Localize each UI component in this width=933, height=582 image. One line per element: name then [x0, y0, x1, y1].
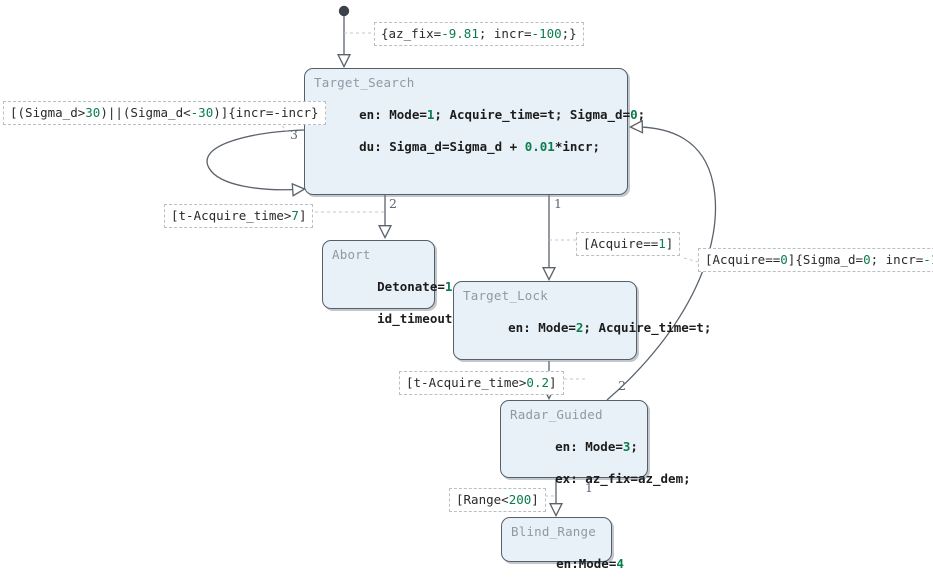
state-name-abort: Abort: [332, 247, 371, 262]
state-line: en:Mode=4: [556, 556, 624, 571]
transition-order-search-to-abort: 2: [389, 196, 397, 211]
state-blind-range[interactable]: Blind_Range en:Mode=4: [501, 517, 624, 571]
transition-label-search-to-lock[interactable]: [Acquire==1]: [576, 232, 681, 256]
state-target-search[interactable]: Target_Search en: Mode=1; Acquire_time=t…: [304, 68, 645, 195]
state-body-abort: Detonate=1 id_timeout=1: [332, 263, 467, 343]
initial-junction-dot: [338, 5, 350, 17]
leader-radar-to-search: [683, 257, 699, 263]
state-radar-guided[interactable]: Radar_Guided en: Mode=3; ex: az_fix=az_d…: [500, 400, 691, 486]
transition-order-search-self-loop: 3: [290, 127, 298, 142]
transition-label-search-self-loop[interactable]: [(Sigma_d>30)||(Sigma_d<-30)]{incr=-incr…: [3, 101, 326, 125]
state-body-blind-range: en:Mode=4: [511, 540, 624, 582]
state-abort[interactable]: Abort Detonate=1 id_timeout=1: [322, 240, 467, 326]
state-line: du: Sigma_d=Sigma_d + 0.01*incr;: [359, 139, 600, 154]
state-line: ex: az_fix=az_dem;: [555, 471, 691, 486]
state-body-target-lock: en: Mode=2; Acquire_time=t;: [463, 304, 711, 352]
state-line: Detonate=1: [377, 279, 453, 294]
state-name-blind-range: Blind_Range: [511, 524, 596, 539]
transition-label-radar-to-search[interactable]: [Acquire==0]{Sigma_d=0; incr=-100;}: [698, 248, 933, 272]
transition-label-default-entry[interactable]: {az_fix=-9.81; incr=-100;}: [374, 22, 584, 46]
transition-order-radar-to-blind: 1: [585, 480, 593, 495]
transition-order-radar-to-search: 2: [618, 378, 626, 393]
transition-order-search-to-lock: 1: [554, 196, 562, 211]
state-line: en: Mode=1; Acquire_time=t; Sigma_d=0;: [359, 107, 646, 122]
state-name-radar-guided: Radar_Guided: [510, 407, 603, 422]
edge-search-self-loop: [206, 129, 304, 190]
state-body-target-search: en: Mode=1; Acquire_time=t; Sigma_d=0; d…: [314, 91, 645, 171]
transition-label-radar-to-blind[interactable]: [Range<200]: [449, 488, 546, 512]
state-target-lock[interactable]: Target_Lock en: Mode=2; Acquire_time=t;: [453, 281, 711, 360]
transition-label-lock-to-radar[interactable]: [t-Acquire_time>0.2]: [399, 371, 564, 395]
state-line: en: Mode=3;: [555, 439, 638, 454]
state-body-radar-guided: en: Mode=3; ex: az_fix=az_dem;: [510, 423, 690, 503]
state-name-target-search: Target_Search: [314, 75, 415, 90]
state-name-target-lock: Target_Lock: [463, 288, 548, 303]
state-line: en: Mode=2; Acquire_time=t;: [508, 320, 712, 335]
transition-label-search-to-abort[interactable]: [t-Acquire_time>7]: [164, 204, 314, 228]
edge-radar-to-search: [606, 127, 717, 401]
